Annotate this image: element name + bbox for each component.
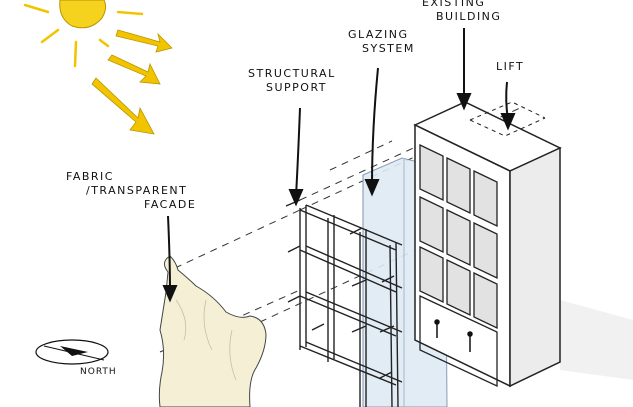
label-structural-support: STRUCTURAL SUPPORT: [248, 67, 336, 95]
annotation-arrows: [162, 28, 516, 303]
label-lift-text: LIFT: [496, 60, 525, 73]
sun-icon: [23, 0, 144, 68]
label-north: NORTH: [80, 365, 117, 379]
building-shadow: [560, 300, 633, 380]
label-glazing-system: GLAZING SYSTEM: [348, 28, 415, 56]
label-facade-line-3: FACADE: [144, 198, 197, 211]
sunlight-arrow-3: [91, 77, 155, 135]
existing-building: [413, 101, 562, 388]
label-fabric-word: FABRIC: [66, 170, 114, 183]
building-side: [509, 146, 561, 388]
label-north-text: NORTH: [80, 367, 117, 377]
label-structural-line-1: STRUCTURAL: [248, 67, 336, 80]
north-compass-icon: [35, 339, 109, 365]
fabric-facade: [158, 255, 267, 407]
label-fabric-facade: FABRIC /TRANSPARENT FACADE: [66, 170, 196, 212]
label-transparent-line-2: /TRANSPARENT: [86, 184, 188, 197]
label-glazing-line-1: GLAZING: [348, 28, 409, 41]
label-support-line-2: SUPPORT: [266, 81, 328, 94]
structural-frame: [285, 199, 403, 407]
label-lift: LIFT: [496, 60, 524, 74]
building-windows: [419, 143, 498, 330]
sunlight-arrow-1: [115, 29, 173, 53]
label-existing-building: EXISTING BUILDING: [422, 0, 501, 24]
label-fabric-line-1: FABRIC: [66, 170, 196, 184]
person-icon: [434, 319, 473, 352]
label-existing-line-1: EXISTING: [422, 0, 486, 9]
sunlight-arrows: [91, 29, 173, 135]
label-building-line-2: BUILDING: [436, 10, 502, 23]
label-system-line-2: SYSTEM: [362, 42, 415, 55]
sunlight-arrow-2: [107, 54, 161, 85]
